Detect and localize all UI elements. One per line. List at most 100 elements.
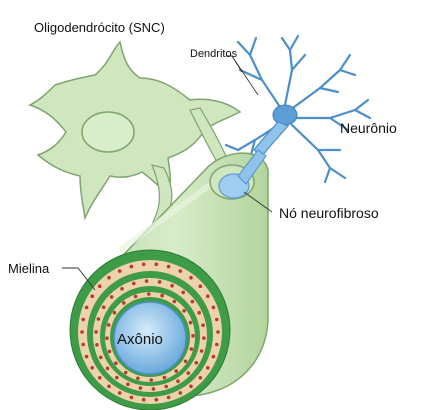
dendrites-label: Dendritos bbox=[190, 48, 238, 60]
membrane-bead bbox=[181, 290, 185, 295]
membrane-bead bbox=[149, 378, 153, 382]
axon-cross-section bbox=[113, 301, 187, 375]
node-leader bbox=[243, 191, 273, 213]
membrane-bead bbox=[176, 379, 180, 384]
membrane-bead bbox=[215, 342, 219, 347]
membrane-bead bbox=[97, 284, 102, 289]
membrane-bead bbox=[107, 384, 111, 389]
membrane-bead bbox=[198, 376, 203, 380]
membrane-beads bbox=[80, 262, 220, 402]
membrane-bead bbox=[147, 292, 151, 296]
membrane-bead bbox=[170, 283, 174, 288]
membrane-bead bbox=[201, 323, 205, 328]
membrane-bead bbox=[206, 366, 210, 370]
membrane-bead bbox=[97, 376, 102, 380]
membrane-bead bbox=[114, 361, 118, 366]
membrane-bead bbox=[126, 382, 130, 387]
membrane-bead bbox=[90, 366, 94, 370]
membrane-bead bbox=[141, 262, 146, 267]
membrane-bead bbox=[129, 264, 134, 269]
membrane-bead bbox=[178, 269, 183, 273]
membrane-bead bbox=[117, 269, 122, 273]
membrane-bead bbox=[105, 336, 109, 341]
membrane-bead bbox=[95, 343, 99, 347]
myelin-label: Mielina bbox=[8, 261, 50, 276]
membrane-bead bbox=[166, 395, 171, 400]
membrane-bead bbox=[138, 386, 143, 390]
membrane-bead bbox=[198, 284, 203, 289]
membrane-bead bbox=[81, 317, 85, 322]
membrane-bead bbox=[211, 354, 216, 359]
membrane-bead bbox=[81, 342, 85, 347]
oligodendrocyte bbox=[28, 40, 242, 251]
neuron bbox=[224, 34, 372, 184]
membrane-bead bbox=[164, 384, 168, 389]
membrane-bead bbox=[120, 287, 124, 291]
membrane-bead bbox=[112, 310, 117, 315]
membrane-bead bbox=[99, 355, 103, 360]
membrane-bead bbox=[144, 279, 149, 283]
node-label: Nó neurofibroso bbox=[279, 205, 379, 221]
membrane-bead bbox=[94, 330, 98, 334]
membrane-bead bbox=[194, 361, 199, 365]
membrane-bead bbox=[189, 384, 193, 389]
membrane-bead bbox=[182, 309, 186, 313]
dendrites-leader bbox=[226, 55, 259, 96]
oligodendrocyte-label: Oligodendrócito (SNC) bbox=[34, 20, 165, 35]
membrane-bead bbox=[84, 354, 89, 359]
myelin-leader bbox=[62, 267, 96, 291]
membrane-bead bbox=[178, 391, 183, 395]
axon-label: Axônio bbox=[117, 331, 163, 348]
membrane-bead bbox=[202, 336, 206, 340]
membrane-bead bbox=[206, 294, 210, 299]
membrane-bead bbox=[154, 397, 159, 402]
membrane-bead bbox=[197, 310, 201, 315]
leader-lines bbox=[62, 55, 273, 291]
membrane-bead bbox=[191, 334, 195, 338]
axon-to-neuron bbox=[237, 149, 267, 185]
neuron-label: Neurônio bbox=[340, 120, 397, 136]
membrane-bead bbox=[105, 366, 110, 371]
membrane-bead bbox=[115, 375, 119, 380]
membrane-bead bbox=[80, 330, 84, 334]
membrane-bead bbox=[123, 370, 128, 375]
membrane-bead bbox=[141, 397, 146, 402]
membrane-bead bbox=[96, 317, 101, 321]
membrane-bead bbox=[154, 262, 159, 267]
membrane-bead bbox=[107, 349, 112, 354]
membrane-bead bbox=[107, 275, 111, 280]
oligodendrocyte-nucleus bbox=[81, 111, 135, 153]
membrane-bead bbox=[189, 347, 194, 351]
membrane-bead bbox=[106, 323, 111, 327]
membrane-bead bbox=[133, 294, 138, 299]
membrane-bead bbox=[189, 275, 193, 280]
membrane-bead bbox=[109, 295, 114, 299]
membrane-bead bbox=[101, 305, 106, 310]
membrane-bead bbox=[90, 294, 94, 299]
membrane-bead bbox=[183, 359, 188, 364]
membrane-bead bbox=[211, 305, 216, 310]
membrane-bead bbox=[151, 387, 156, 391]
neuron-cell-body bbox=[272, 104, 298, 126]
membrane-bead bbox=[199, 349, 204, 353]
membrane-bead bbox=[157, 280, 162, 284]
membrane-bead bbox=[160, 293, 164, 298]
membrane-bead bbox=[129, 395, 134, 400]
membrane-bead bbox=[162, 375, 167, 380]
membrane-bead bbox=[188, 320, 193, 325]
membrane-bead bbox=[172, 299, 177, 304]
membrane-bead bbox=[216, 330, 220, 334]
membrane-bead bbox=[215, 317, 219, 322]
membrane-bead bbox=[122, 301, 126, 305]
membrane-bead bbox=[190, 299, 195, 304]
dendrite-branches bbox=[224, 34, 372, 184]
membrane-bead bbox=[117, 391, 122, 395]
membrane-bead bbox=[166, 264, 171, 269]
membrane-bead bbox=[84, 305, 89, 310]
myelin-cross-section bbox=[69, 249, 231, 410]
membrane-bead bbox=[136, 376, 140, 381]
membrane-bead bbox=[174, 369, 178, 373]
membrane-bead bbox=[132, 281, 136, 286]
membrane-bead bbox=[186, 371, 191, 375]
